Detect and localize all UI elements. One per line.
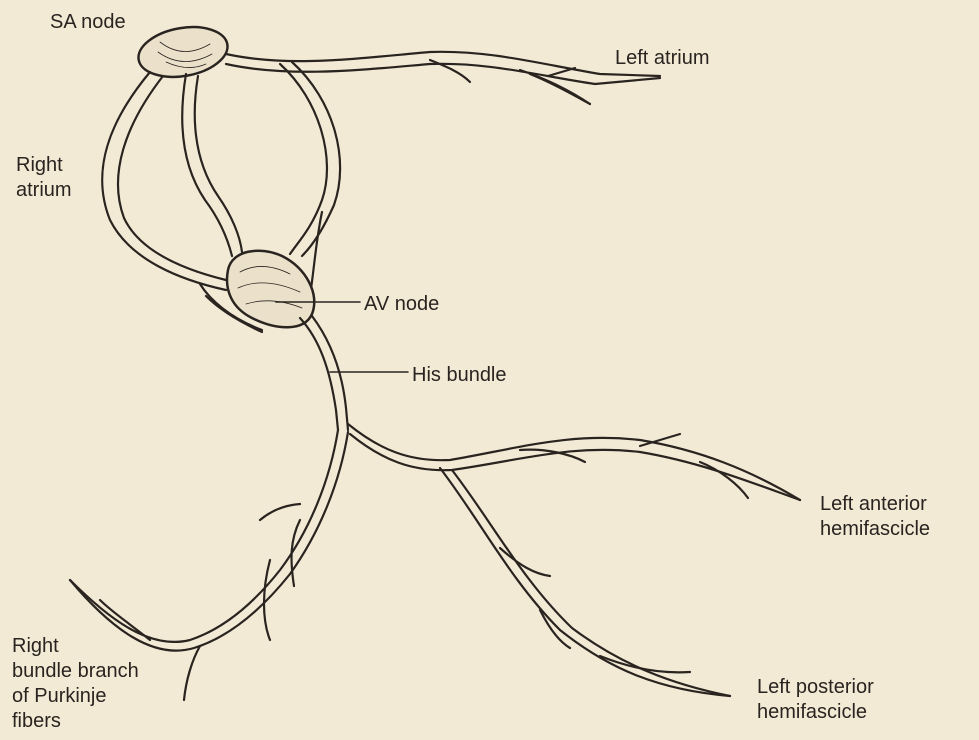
left-posterior-hemifascicle-label: Left posterior hemifascicle xyxy=(757,675,874,725)
left-anterior-hemifascicle xyxy=(348,424,800,500)
sa-node-label: SA node xyxy=(50,10,126,35)
right-bundle-label-line: bundle branch xyxy=(12,659,139,684)
left-posterior-label-line: Left posterior xyxy=(757,675,874,700)
right-atrium-label-line: Right xyxy=(16,153,72,178)
his-bundle xyxy=(300,316,408,430)
left-posterior-label-line: hemifascicle xyxy=(757,700,874,725)
right-atrium-label: Right atrium xyxy=(16,153,72,203)
right-bundle-label-line: Right xyxy=(12,634,139,659)
right-atrium-label-line: atrium xyxy=(16,178,72,203)
right-bundle-label-line: fibers xyxy=(12,709,139,734)
right-bundle-label-line: of Purkinje xyxy=(12,684,139,709)
av-node xyxy=(227,251,314,328)
left-atrium-branch xyxy=(226,52,660,104)
right-bundle-branch-label: Right bundle branch of Purkinje fibers xyxy=(12,634,139,734)
his-bundle-label: His bundle xyxy=(412,363,507,388)
left-anterior-label-line: hemifascicle xyxy=(820,517,930,542)
left-anterior-label-line: Left anterior xyxy=(820,492,930,517)
left-anterior-hemifascicle-label: Left anterior hemifascicle xyxy=(820,492,930,542)
left-atrium-label: Left atrium xyxy=(615,46,709,71)
left-posterior-hemifascicle xyxy=(440,468,730,696)
av-node-label: AV node xyxy=(364,292,439,317)
